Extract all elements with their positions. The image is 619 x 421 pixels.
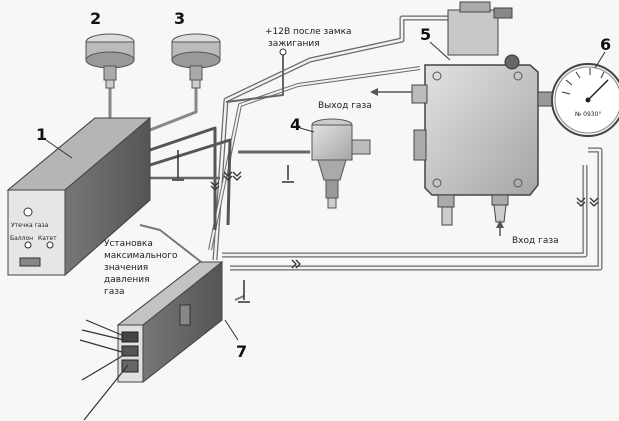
max-pressure-line5: газа — [104, 287, 125, 297]
unit1-title: Утечка газа — [11, 222, 49, 229]
label-number-6: 6 — [600, 35, 611, 54]
unit7-callout-lines — [79, 319, 129, 421]
leader-lines — [45, 41, 606, 341]
label-number-1: 1 — [36, 125, 47, 144]
label-number-7: 7 — [236, 342, 247, 361]
gas-regulator-5 — [411, 1, 557, 226]
gas-in-label: Вход газа — [512, 236, 559, 246]
pressure-gauge-2 — [85, 33, 135, 89]
max-pressure-line1: Установка — [104, 239, 153, 249]
control-unit-7 — [116, 260, 224, 384]
gas-sensor-4 — [311, 118, 371, 209]
power-label-line1: +12В после замка — [265, 27, 352, 37]
max-pressure-line4: давления — [104, 275, 149, 285]
control-unit-1 — [6, 116, 152, 277]
gas-in-arrow — [496, 220, 504, 236]
gas-out-arrow — [370, 88, 412, 96]
unit1-left-label: Баллон — [10, 235, 33, 242]
power-label-line2: зажигания — [268, 39, 320, 49]
label-number-2: 2 — [90, 9, 101, 28]
manometer-6 — [551, 63, 619, 137]
ground-symbols — [172, 150, 294, 303]
power-terminal — [279, 48, 287, 56]
flow-chevrons — [210, 171, 599, 269]
gas-out-label: Выход газа — [318, 101, 372, 111]
pipes-and-wires — [108, 15, 603, 301]
max-pressure-line3: значения — [104, 263, 148, 273]
unit1-right-label: Катет — [38, 235, 57, 242]
label-number-5: 5 — [420, 25, 431, 44]
label-number-3: 3 — [174, 9, 185, 28]
manometer-scale-text: № 0930° — [575, 111, 601, 118]
pressure-gauge-3 — [171, 33, 221, 89]
max-pressure-line2: максимального — [104, 251, 178, 261]
label-number-4: 4 — [290, 115, 301, 134]
